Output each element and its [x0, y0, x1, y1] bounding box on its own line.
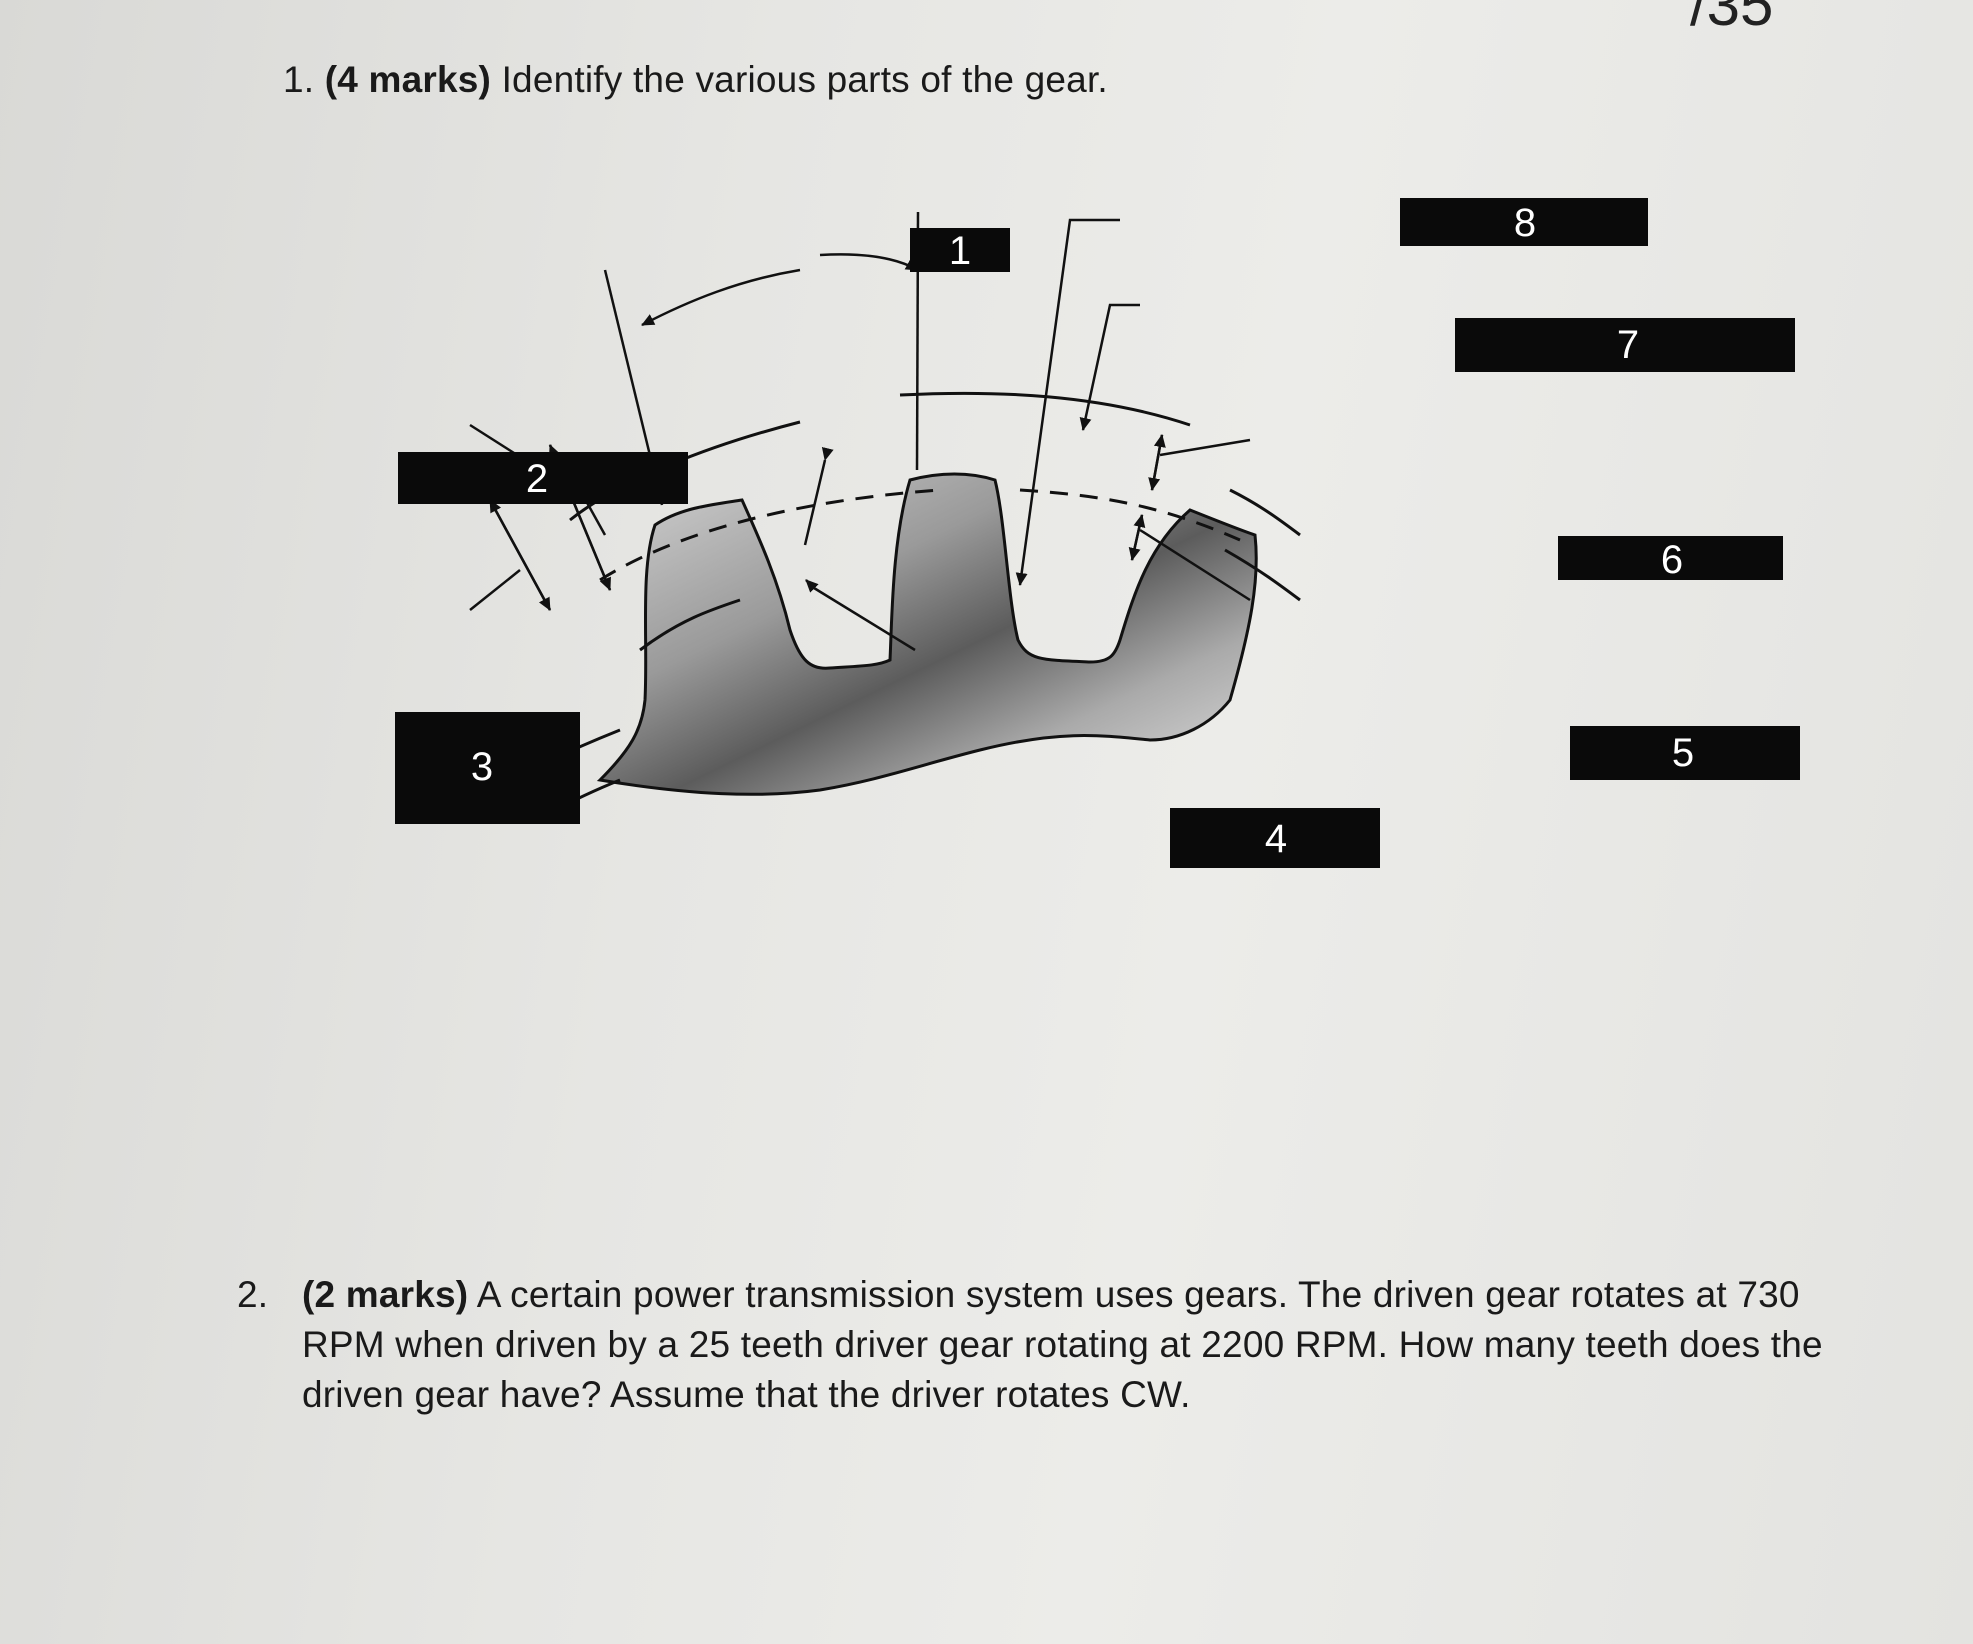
gear-segment [596, 472, 1258, 796]
label-4: 4 [1170, 808, 1380, 868]
question-number: 2. [237, 1274, 269, 1315]
svg-text:8: 8 [1514, 201, 1536, 245]
svg-text:1: 1 [949, 229, 971, 273]
label-2: 2 [398, 452, 688, 504]
question-2: 2. (2 marks) A certain power transmissio… [237, 1270, 1837, 1420]
question-number: 1. [283, 59, 315, 100]
label-3: 3 [395, 712, 580, 824]
question-1: 1. (4 marks) Identify the various parts … [283, 55, 1108, 105]
label-5: 5 [1570, 726, 1800, 780]
svg-text:7: 7 [1617, 323, 1639, 367]
question-text: A certain power transmission system uses… [302, 1274, 1823, 1415]
label-6: 6 [1558, 536, 1783, 582]
svg-text:3: 3 [471, 745, 493, 789]
svg-text:5: 5 [1672, 731, 1694, 775]
question-text: Identify the various parts of the gear. [501, 59, 1108, 100]
label-1: 1 [910, 228, 1010, 273]
svg-text:4: 4 [1265, 817, 1287, 861]
leader-lines [469, 211, 1251, 652]
label-8: 8 [1400, 198, 1648, 246]
svg-text:6: 6 [1661, 538, 1683, 582]
gear-diagram: 1 2 3 4 5 6 7 8 [395, 198, 1800, 868]
page-number: /35 [1690, 0, 1774, 38]
question-marks: (2 marks) [302, 1274, 469, 1315]
svg-text:2: 2 [526, 457, 548, 501]
question-marks: (4 marks) [324, 59, 492, 100]
label-7: 7 [1455, 318, 1795, 372]
